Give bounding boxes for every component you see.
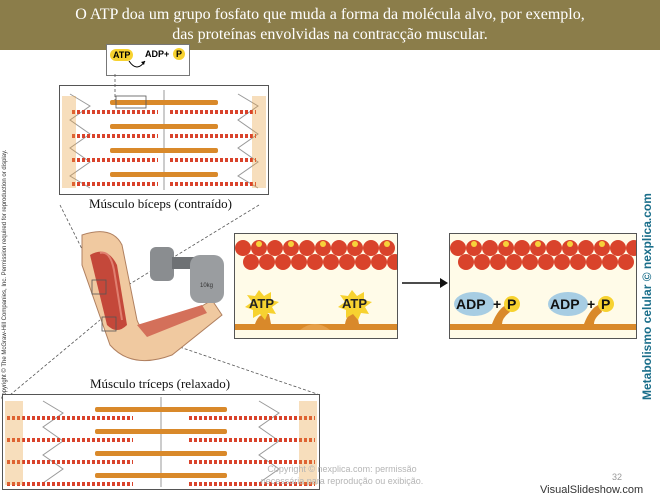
inset-adp-label: ADP+ bbox=[145, 49, 170, 59]
relaxed-sarcomere-diagram bbox=[5, 397, 317, 487]
atp-label-1: ATP bbox=[249, 296, 274, 311]
dumbbell-icon: 10kg bbox=[150, 247, 224, 303]
side-title: Metabolismo celular © nexplica.com bbox=[640, 170, 660, 400]
footer-note-line-2: necessária para reprodução ou exibição. bbox=[260, 476, 424, 486]
inset-p-label: P bbox=[173, 48, 185, 60]
adp-label-1: ADP bbox=[456, 296, 486, 312]
atp-bound-panel: ATP ATP bbox=[234, 233, 398, 339]
banner-line-1: O ATP doa um grupo fosfato que muda a fo… bbox=[75, 6, 585, 23]
adp-p-group-1: ADP + P bbox=[454, 292, 520, 316]
transition-arrow-icon bbox=[402, 278, 448, 288]
triceps-sarcomere-panel bbox=[2, 394, 320, 490]
adp-label-2: ADP bbox=[550, 296, 580, 312]
adp-released-diagram: ADP + P ADP + P bbox=[450, 234, 636, 338]
biceps-sarcomere-panel bbox=[59, 85, 269, 195]
adp-released-panel: ADP + P ADP + P bbox=[449, 233, 637, 339]
reaction-arrow-icon bbox=[128, 60, 146, 68]
atp-starburst-2: ATP bbox=[338, 290, 372, 320]
banner-line-2: das proteínas envolvidas na contracção m… bbox=[172, 26, 488, 43]
dumbbell-weight-label: 10kg bbox=[200, 283, 213, 289]
footer-copyright-note: Copyright © nexplica.com: permissão nece… bbox=[252, 463, 432, 487]
title-banner: O ATP doa um grupo fosfato que muda a fo… bbox=[0, 0, 660, 50]
atp-bound-diagram: ATP ATP bbox=[235, 234, 397, 338]
footer-note-line-1: Copyright © nexplica.com: permissão bbox=[267, 464, 417, 474]
watermark: VisualSlideshow.com bbox=[540, 484, 644, 496]
biceps-caption: Músculo bíceps (contraído) bbox=[89, 196, 232, 211]
contracted-sarcomere-diagram bbox=[62, 90, 266, 190]
atp-reaction-inset: ATP ADP+ P bbox=[106, 44, 190, 76]
phosphate-label-2: P bbox=[601, 296, 610, 312]
side-title-text: Metabolismo celular © nexplica.com bbox=[640, 193, 654, 400]
adp-p-group-2: ADP + P bbox=[548, 292, 614, 316]
phosphate-label-1: P bbox=[507, 296, 516, 312]
plus-sign-2: + bbox=[587, 296, 595, 312]
atp-label-2: ATP bbox=[342, 296, 367, 311]
inset-atp-label: ATP bbox=[110, 49, 134, 61]
plus-sign-1: + bbox=[493, 296, 501, 312]
page-number: 32 bbox=[612, 472, 623, 482]
atp-starburst-1: ATP bbox=[245, 290, 279, 320]
triceps-caption: Músculo tríceps (relaxado) bbox=[90, 376, 231, 391]
arm-illustration: 10kg bbox=[81, 231, 224, 362]
